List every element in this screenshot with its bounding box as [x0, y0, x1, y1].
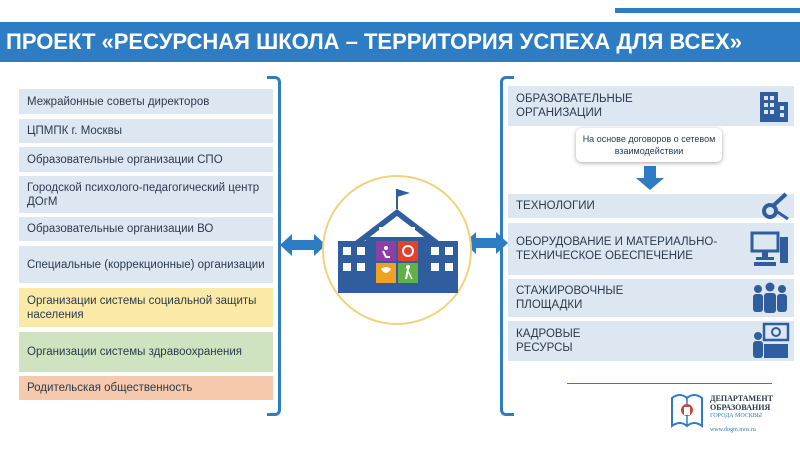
right-item-technologies: Технологии	[508, 192, 794, 221]
logo-line-2: ОБРАЗОВАНИЯ	[710, 403, 771, 412]
building-icon	[760, 92, 788, 122]
logo-url[interactable]: www.dogm.mos.ru	[710, 427, 756, 433]
top-decoration	[0, 0, 800, 22]
right-item-label: Стажировочные площадки	[516, 285, 624, 311]
center-circle	[322, 175, 472, 325]
left-bracket	[267, 76, 281, 416]
divider-line	[567, 383, 772, 384]
right-item-label: Оборудование и материально-техническое о…	[516, 236, 718, 262]
callout-network-agreements: На основе договоров о сетевом взаимодейс…	[576, 128, 722, 162]
double-arrow-icon	[280, 234, 326, 256]
left-item-cpmpk: ЦПМПК г. Москвы	[19, 119, 273, 143]
book-logo-icon	[671, 394, 703, 428]
staff-gear-icon	[753, 322, 790, 358]
top-accent-bar	[615, 8, 800, 13]
double-arrow-icon	[464, 232, 508, 254]
right-item-internship-sites: Стажировочные площадки	[508, 279, 794, 317]
left-item-health: Организации системы здравоохранения	[19, 332, 273, 372]
left-item-special: Специальные (коррекционные) организации	[19, 246, 273, 283]
left-item-vo: Образовательные организации ВО	[19, 217, 273, 241]
computer-icon	[750, 231, 788, 266]
logo-line-1: ДЕПАРТАМЕНТ	[710, 394, 773, 403]
people-group-icon	[753, 282, 787, 313]
left-item-social: Организации системы социальной защиты на…	[19, 288, 273, 327]
right-item-label: Технологии	[516, 200, 595, 212]
down-arrow-icon	[636, 166, 664, 190]
right-item-label: Кадровые ресурсы	[516, 328, 581, 354]
right-item-edu-orgs: Образовательные организации	[508, 86, 794, 126]
right-item-equipment: Оборудование и материально-техническое о…	[508, 223, 794, 275]
logo-line-3: ГОРОДА МОСКВЫ	[710, 413, 763, 419]
right-item-human-resources: Кадровые ресурсы	[508, 321, 794, 361]
page-title: ПРОЕКТ «РЕСУРСНАЯ ШКОЛА – ТЕРРИТОРИЯ УСП…	[0, 22, 800, 62]
gear-wrench-icon	[762, 192, 789, 221]
left-item-parents: Родительская общественность	[19, 376, 273, 400]
left-item-district-councils: Межрайонные советы директоров	[19, 89, 273, 114]
dogm-logo: ДЕПАРТАМЕНТ ОБРАЗОВАНИЯ ГОРОДА МОСКВЫ ww…	[670, 390, 790, 440]
left-item-psych-center: Городской психолого-педагогический центр…	[19, 176, 273, 213]
left-item-spo: Образовательные организации СПО	[19, 147, 273, 172]
right-item-label: Образовательные организации	[516, 93, 633, 119]
school-icon	[338, 189, 458, 293]
